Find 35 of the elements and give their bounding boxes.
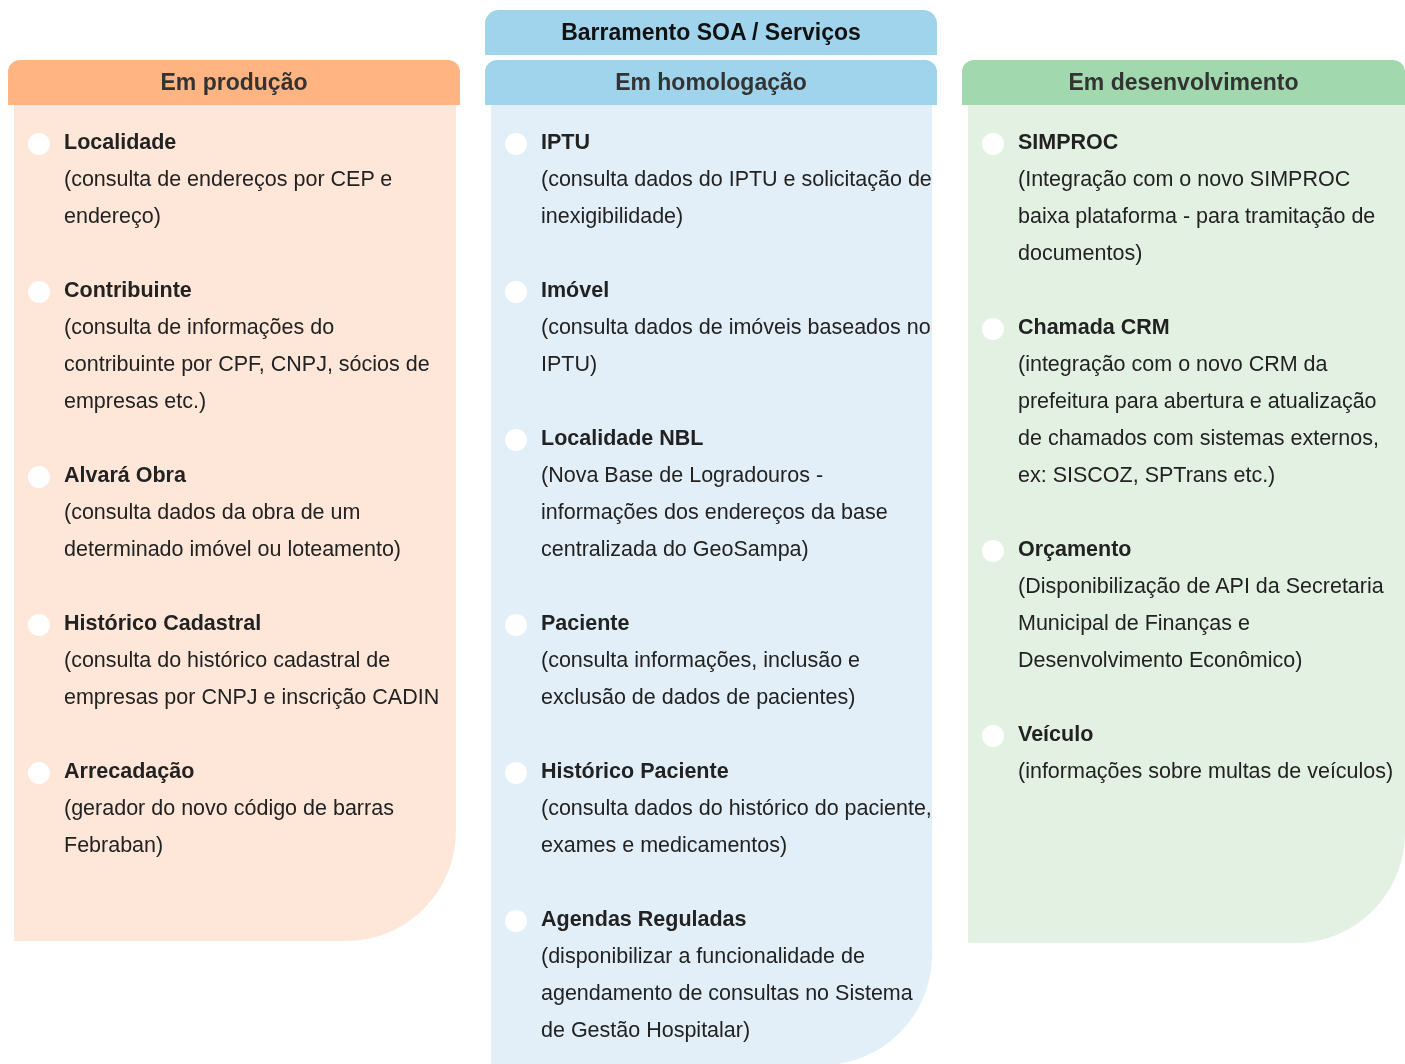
- item-title: Chamada CRM: [1018, 314, 1171, 341]
- column-title: Em desenvolvimento: [1068, 68, 1299, 98]
- item-title: Localidade: [64, 129, 178, 156]
- item-description: (integração com o novo CRM da prefeitura para abertura e atualização de chamados com sistemas externos, ex: SISCOZ, SPTrans etc.): [1018, 351, 1380, 489]
- column-title: Em homologação: [615, 68, 807, 98]
- item-description: (Disponibilização de API da Secretaria Municipal de Finanças e Desenvolvimento Econômico): [1018, 573, 1385, 674]
- item-title: Histórico Cadastral: [64, 610, 263, 637]
- item-title: IPTU: [541, 129, 591, 156]
- item-title: Localidade NBL: [541, 425, 705, 452]
- item-description: (consulta dados da obra de um determinado imóvel ou loteamento): [64, 499, 403, 563]
- item-description: (gerador do novo código de barras Febraban): [64, 795, 395, 859]
- item-title: Contribuinte: [64, 277, 193, 304]
- item-description: (informações sobre multas de veículos): [1018, 758, 1394, 785]
- item-description: (consulta de endereços por CEP e endereço): [64, 166, 394, 230]
- item-description: (consulta informações, inclusão e exclusão de dados de pacientes): [541, 647, 862, 711]
- header-title: Barramento SOA / Serviços: [561, 18, 861, 48]
- item-title: Histórico Paciente: [541, 758, 730, 785]
- item-description: (consulta do histórico cadastral de empresas por CNPJ e inscrição CADIN: [64, 647, 441, 711]
- item-title: Orçamento: [1018, 536, 1133, 563]
- item-title: Arrecadação: [64, 758, 196, 785]
- column-title: Em produção: [160, 68, 308, 98]
- item-description: (consulta dados do IPTU e solicitação de inexigibilidade): [541, 166, 933, 230]
- item-title: Alvará Obra: [64, 462, 187, 489]
- item-description: (consulta de informações do contribuinte por CPF, CNPJ, sócios de empresas etc.): [64, 314, 431, 415]
- item-description: (Nova Base de Logradouros - informações dos endereços da base centralizada do GeoSampa): [541, 462, 889, 563]
- item-title: Imóvel: [541, 277, 611, 304]
- item-description: (consulta dados do histórico do paciente, exames e medicamentos): [541, 795, 933, 859]
- item-title: Paciente: [541, 610, 631, 637]
- header-band: [485, 10, 937, 55]
- item-description: (Integração com o novo SIMPROC baixa plataforma - para tramitação de documentos): [1018, 166, 1377, 267]
- item-title: SIMPROC: [1018, 129, 1120, 156]
- item-description: (disponibilizar a funcionalidade de agendamento de consultas no Sistema de Gestão Hospitalar): [541, 943, 914, 1044]
- item-title: Agendas Reguladas: [541, 906, 748, 933]
- item-title: Veículo: [1018, 721, 1095, 748]
- item-description: (consulta dados de imóveis baseados no IPTU): [541, 314, 932, 378]
